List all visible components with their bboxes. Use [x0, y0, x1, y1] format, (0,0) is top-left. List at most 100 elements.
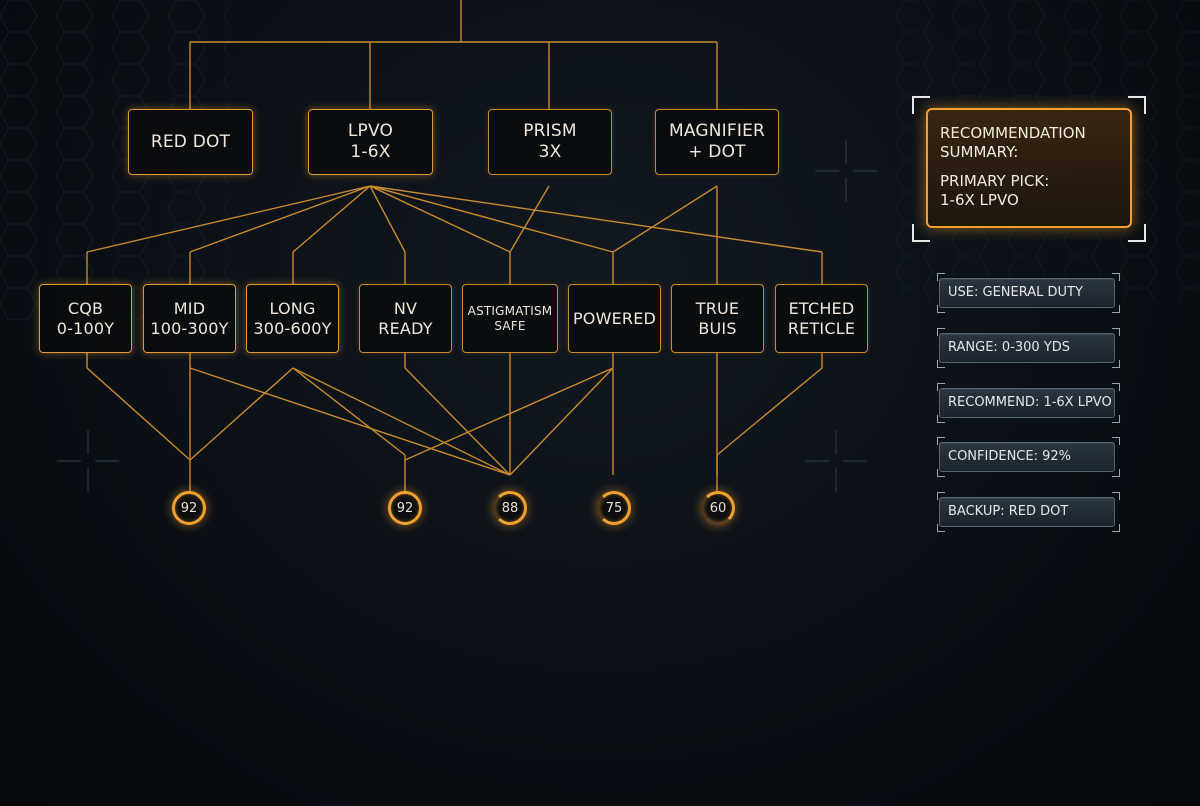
- criteria-sublabel: 100-300Y: [150, 318, 229, 338]
- optic-node-lpvo[interactable]: LPVO 1-6X: [308, 109, 433, 175]
- score-ring: 60: [701, 491, 735, 525]
- score-value: 75: [605, 500, 623, 516]
- criteria-node-etched[interactable]: ETCHED RETICLE: [775, 284, 868, 353]
- criteria-sublabel: READY: [378, 318, 433, 338]
- connector-line: [86, 367, 191, 461]
- criteria-label: MID: [173, 298, 206, 318]
- criteria-sublabel: SAFE: [494, 318, 526, 333]
- corner-mark-icon: [1112, 328, 1120, 336]
- corner-mark-icon: [937, 524, 945, 532]
- score-value: 88: [501, 500, 519, 516]
- optic-sublabel: 1-6X: [350, 142, 391, 162]
- optic-label: MAGNIFIER: [668, 121, 766, 141]
- corner-bracket-icon: [1128, 96, 1146, 114]
- criteria-node-astigmatism[interactable]: ASTIGMATISM SAFE: [462, 284, 558, 353]
- connector-line: [612, 185, 718, 253]
- optic-label: RED DOT: [150, 131, 231, 152]
- connector-line: [369, 185, 614, 253]
- criteria-sublabel: 300-600Y: [253, 318, 332, 338]
- criteria-sublabel: RETICLE: [787, 318, 856, 338]
- info-text: BACKUP: RED DOT: [948, 504, 1069, 519]
- connector-line: [189, 367, 294, 461]
- optic-node-prism[interactable]: PRISM 3X: [488, 109, 612, 175]
- info-text: CONFIDENCE: 92%: [948, 449, 1071, 464]
- summary-subtitle: SUMMARY:: [940, 143, 1019, 161]
- optic-sublabel: + DOT: [688, 142, 746, 162]
- score-value: 92: [396, 500, 414, 516]
- criteria-label: LONG: [269, 298, 316, 318]
- connector-line: [292, 367, 406, 456]
- info-bar-use: USE: GENERAL DUTY: [937, 273, 1120, 313]
- score-ring: 92: [388, 491, 422, 525]
- connector-line: [509, 367, 614, 476]
- connector-line: [292, 185, 371, 253]
- corner-mark-icon: [937, 415, 945, 423]
- score-value: 92: [180, 500, 198, 516]
- optic-label: LPVO: [347, 121, 394, 141]
- score-ring: 92: [172, 491, 206, 525]
- corner-mark-icon: [1112, 305, 1120, 313]
- corner-mark-icon: [1112, 469, 1120, 477]
- criteria-label: POWERED: [572, 308, 657, 328]
- criteria-node-buis[interactable]: TRUE BUIS: [671, 284, 764, 353]
- corner-mark-icon: [1112, 415, 1120, 423]
- crosshair-icon: [57, 430, 119, 492]
- info-bar-confidence: CONFIDENCE: 92%: [937, 437, 1120, 477]
- corner-mark-icon: [937, 328, 945, 336]
- connector-line: [716, 367, 823, 456]
- connector-line: [509, 185, 550, 253]
- optic-node-magnifier[interactable]: MAGNIFIER + DOT: [655, 109, 779, 175]
- primary-pick-label: PRIMARY PICK:: [940, 172, 1050, 190]
- summary-title: RECOMMENDATION: [940, 124, 1086, 142]
- connector-line: [86, 185, 371, 253]
- criteria-node-cqb[interactable]: CQB 0-100Y: [39, 284, 132, 353]
- corner-mark-icon: [1112, 273, 1120, 281]
- criteria-node-powered[interactable]: POWERED: [568, 284, 661, 353]
- primary-pick-value: 1-6X LPVO: [940, 191, 1019, 209]
- criteria-label: CQB: [67, 298, 104, 318]
- corner-bracket-icon: [1128, 224, 1146, 242]
- criteria-label: NV: [393, 298, 418, 318]
- score-ring: 88: [493, 491, 527, 525]
- info-bar-recommend: RECOMMEND: 1-6X LPVO: [937, 383, 1120, 423]
- connector-line: [404, 367, 511, 476]
- info-text: RECOMMEND: 1-6X LPVO: [948, 395, 1112, 410]
- score-ring: 75: [597, 491, 631, 525]
- corner-mark-icon: [1112, 360, 1120, 368]
- corner-mark-icon: [1112, 524, 1120, 532]
- optic-label: PRISM: [523, 121, 577, 141]
- criteria-label: ASTIGMATISM: [467, 303, 553, 318]
- criteria-sublabel: BUIS: [698, 318, 737, 338]
- corner-mark-icon: [1112, 383, 1120, 391]
- info-bar-range: RANGE: 0-300 YDS: [937, 328, 1120, 368]
- connector-line: [404, 367, 614, 461]
- connector-line: [292, 367, 511, 476]
- criteria-label: TRUE: [695, 298, 740, 318]
- score-value: 60: [709, 500, 727, 516]
- criteria-node-mid[interactable]: MID 100-300Y: [143, 284, 236, 353]
- info-text: RANGE: 0-300 YDS: [948, 340, 1071, 355]
- corner-mark-icon: [937, 492, 945, 500]
- crosshair-icon: [815, 140, 877, 202]
- corner-mark-icon: [937, 305, 945, 313]
- corner-mark-icon: [1112, 492, 1120, 500]
- corner-mark-icon: [937, 437, 945, 445]
- optic-sublabel: 3X: [538, 142, 562, 162]
- optic-node-red-dot[interactable]: RED DOT: [128, 109, 253, 175]
- connector-line: [189, 367, 511, 476]
- connector-line: [369, 185, 406, 253]
- criteria-label: ETCHED: [788, 298, 855, 318]
- criteria-node-long[interactable]: LONG 300-600Y: [246, 284, 339, 353]
- corner-mark-icon: [937, 469, 945, 477]
- corner-mark-icon: [937, 273, 945, 281]
- corner-mark-icon: [937, 383, 945, 391]
- criteria-node-nv[interactable]: NV READY: [359, 284, 452, 353]
- connector-line: [369, 185, 823, 253]
- corner-bracket-icon: [912, 96, 930, 114]
- connector-line: [189, 185, 371, 253]
- crosshair-icon: [805, 430, 867, 492]
- criteria-sublabel: 0-100Y: [56, 318, 115, 338]
- corner-bracket-icon: [912, 224, 930, 242]
- corner-mark-icon: [1112, 437, 1120, 445]
- corner-mark-icon: [937, 360, 945, 368]
